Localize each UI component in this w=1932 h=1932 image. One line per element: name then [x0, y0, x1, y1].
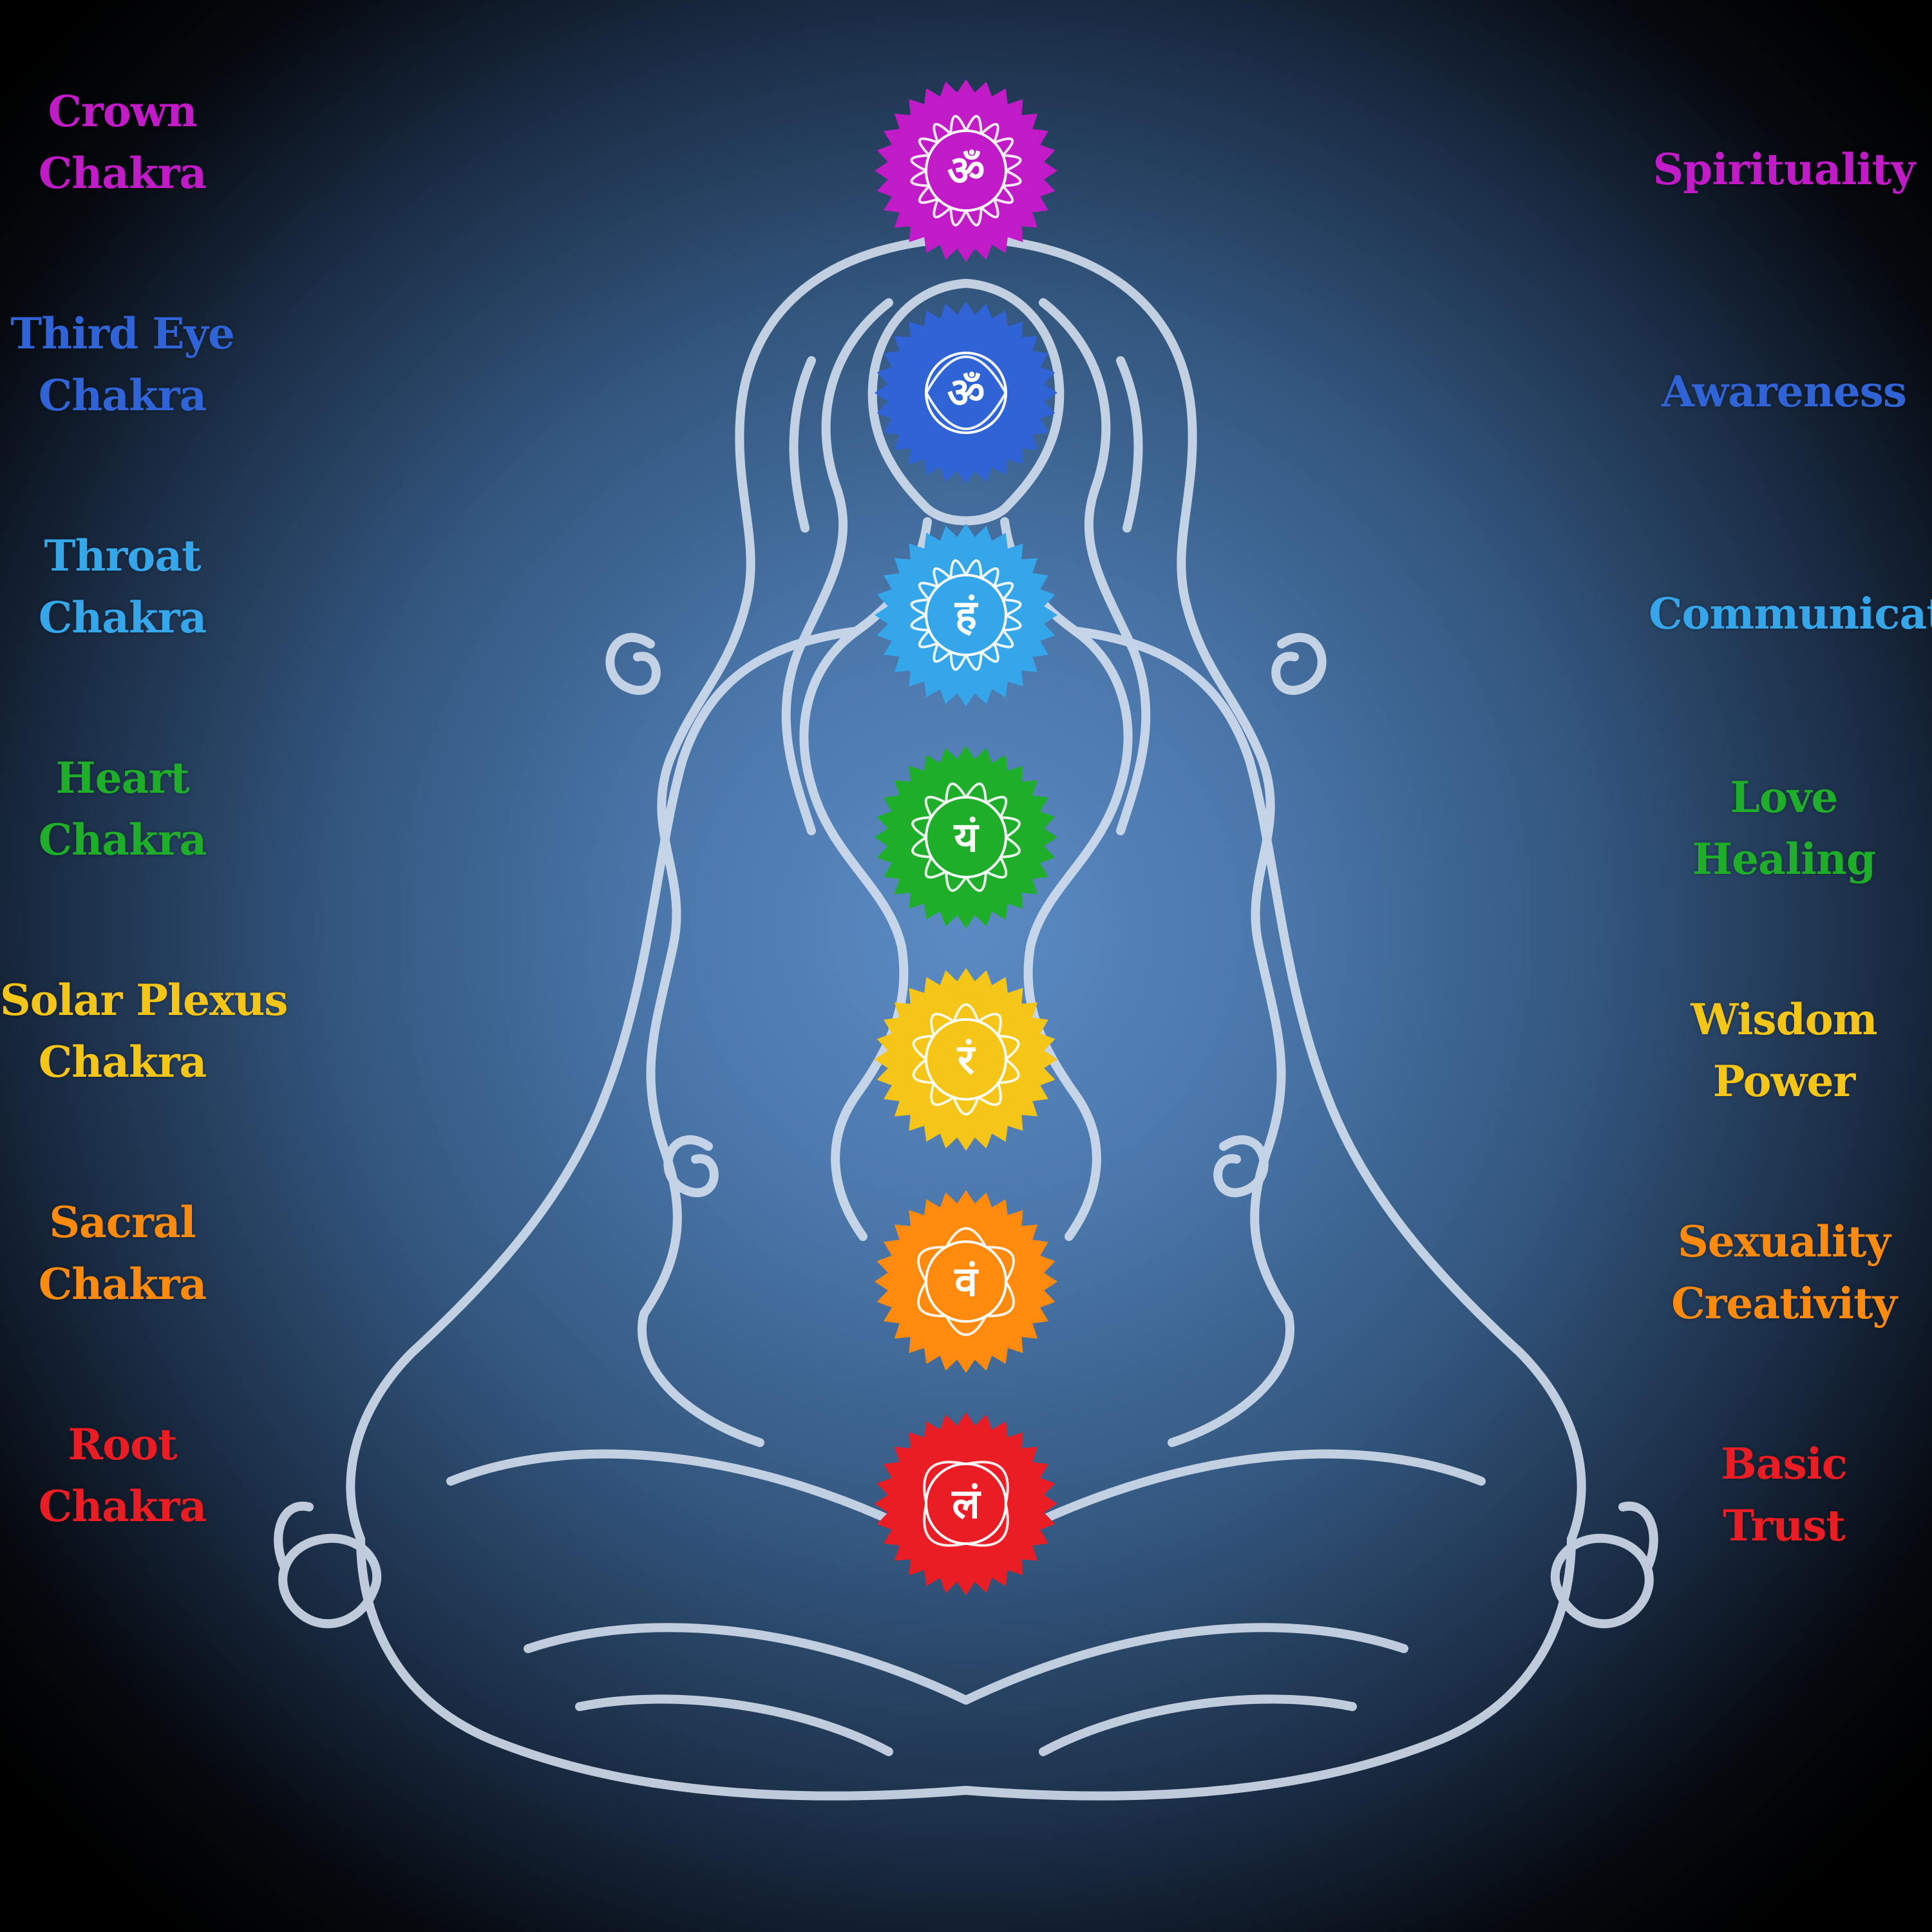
heart-name-line2: Chakra [38, 815, 207, 865]
solar-plexus-meaning-line2: Power [1712, 1056, 1855, 1106]
throat-chakra-icon: हं [875, 524, 1057, 706]
heart-meaning-line1: Love [1730, 772, 1839, 822]
crown-name-line1: Crown [48, 86, 197, 137]
solar-plexus-name-line1: Solar Plexus [0, 975, 288, 1025]
throat-name-line2: Chakra [38, 592, 207, 643]
sacral-chakra-icon: वं [875, 1190, 1057, 1373]
root-chakra-icon: लं [875, 1412, 1057, 1595]
third-eye-chakra-icon: ॐ [875, 301, 1057, 484]
root-name-line1: Root [68, 1419, 177, 1470]
throat-bija-symbol: हं [954, 592, 978, 639]
sacral-meaning-line1: Sexuality [1678, 1217, 1891, 1267]
crown-name-line2: Chakra [38, 148, 207, 198]
third-eye-meaning-line1: Awareness [1661, 366, 1907, 417]
chakra-symbols: ॐ ॐ हं यं रं वं लं [875, 79, 1057, 1595]
throat-meaning-line1: Communication [1649, 589, 1932, 639]
heart-meaning-line2: Healing [1692, 834, 1876, 884]
sacral-meaning-line2: Creativity [1671, 1278, 1897, 1329]
crown-chakra-icon: ॐ [875, 79, 1057, 262]
root-name-line2: Chakra [38, 1481, 207, 1531]
third-eye-name-line2: Chakra [38, 370, 207, 421]
third-eye-name-line1: Third Eye [10, 308, 235, 359]
root-bija-symbol: लं [951, 1481, 981, 1528]
crown-meaning-label: Spirituality [1649, 138, 1919, 200]
crown-meaning-line1: Spirituality [1653, 144, 1916, 194]
heart-chakra-icon: यं [875, 746, 1057, 929]
heart-name-line1: Heart [55, 753, 189, 803]
root-meaning-line2: Trust [1723, 1501, 1846, 1551]
third-eye-bija-symbol: ॐ [947, 370, 985, 417]
root-meaning-line1: Basic [1721, 1439, 1848, 1489]
figure-outline [274, 234, 1658, 1801]
sacral-bija-symbol: वं [954, 1258, 979, 1306]
solar-plexus-bija-symbol: रं [957, 1036, 976, 1084]
throat-meaning-label: Communication [1649, 583, 1932, 645]
sacral-name-line1: Sacral [49, 1197, 196, 1247]
sacral-name-line2: Chakra [38, 1259, 207, 1309]
solar-plexus-chakra-icon: रं [875, 968, 1057, 1151]
heart-bija-symbol: यं [953, 814, 980, 862]
solar-plexus-name-line2: Chakra [38, 1037, 207, 1087]
solar-plexus-meaning-line1: Wisdom [1690, 994, 1877, 1045]
throat-name-line1: Throat [44, 531, 201, 581]
third-eye-meaning-label: Awareness [1649, 361, 1919, 422]
crown-bija-symbol: ॐ [947, 147, 985, 195]
